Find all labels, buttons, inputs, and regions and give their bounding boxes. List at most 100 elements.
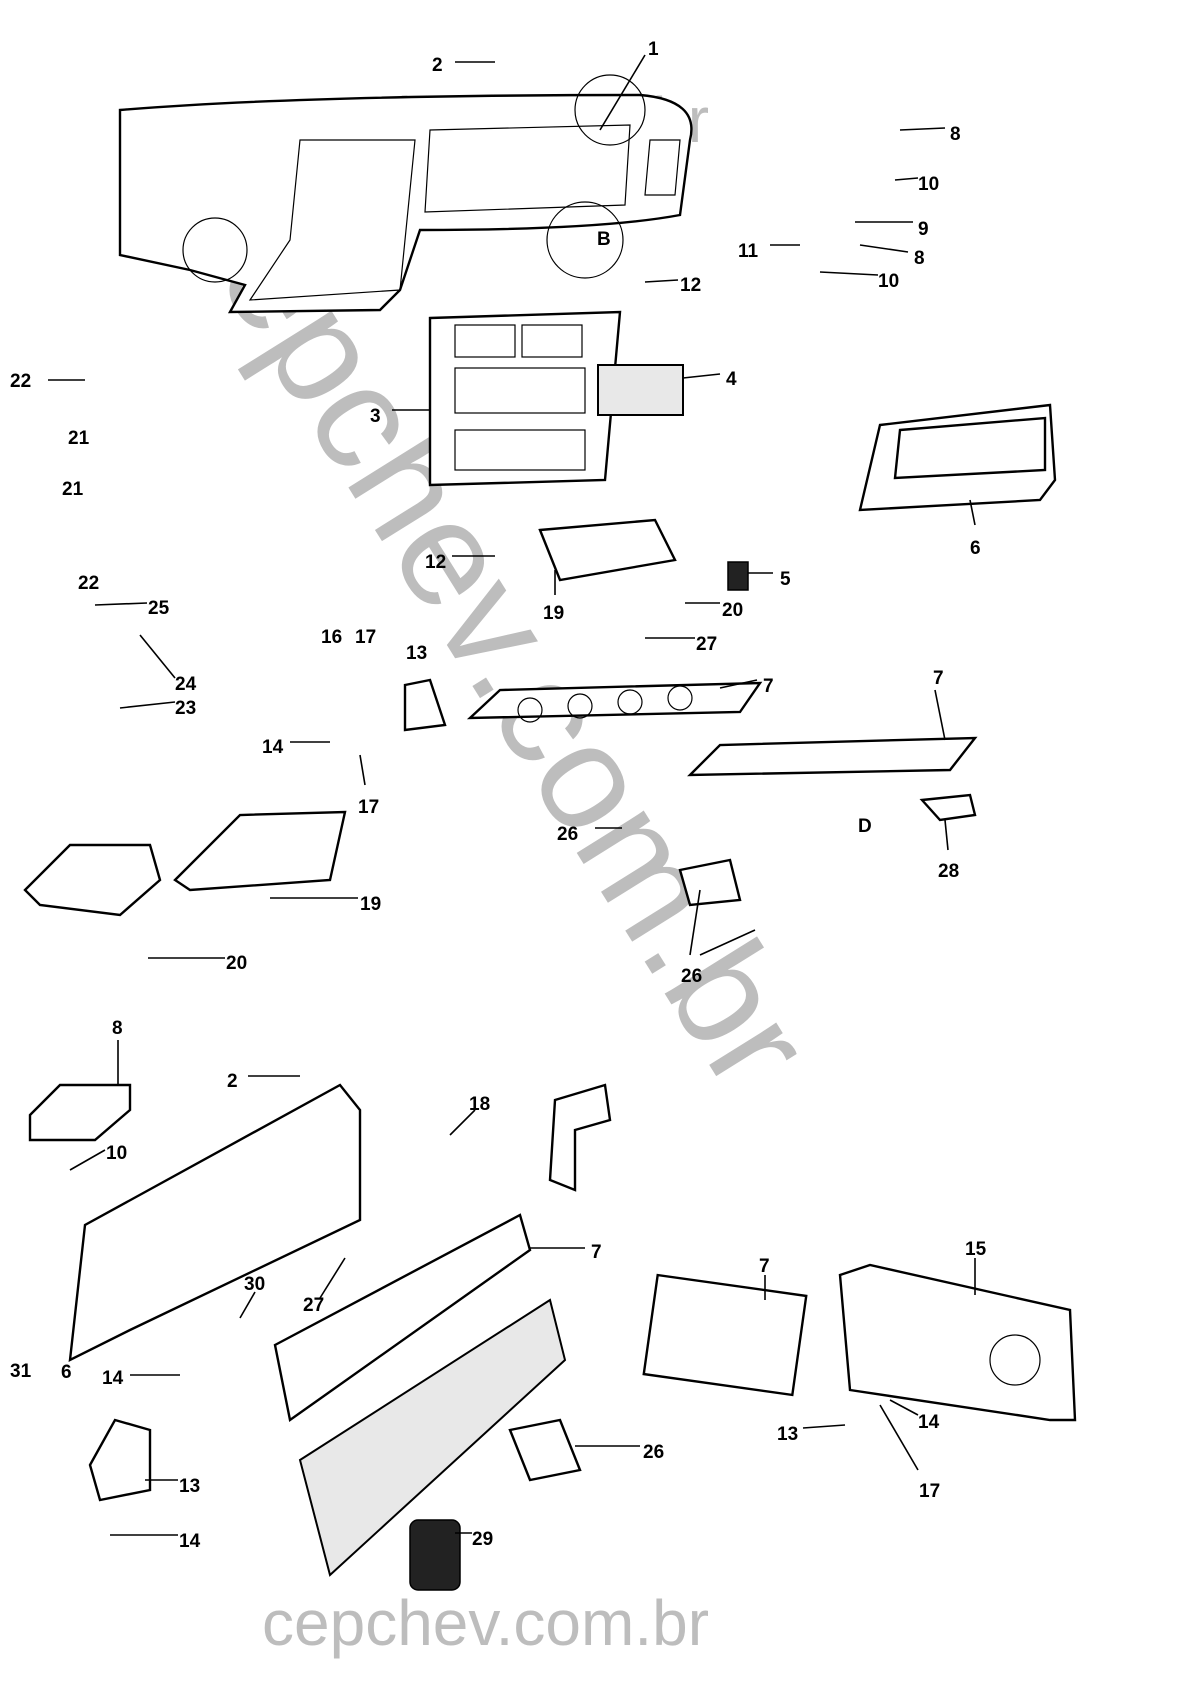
leader-line xyxy=(139,634,176,679)
part-29 xyxy=(409,1519,461,1591)
leader-line xyxy=(689,889,701,956)
part-number-label: 14 xyxy=(918,1412,940,1433)
part-number-label: 18 xyxy=(469,1094,490,1115)
part-4 xyxy=(597,364,684,416)
part-number-label: 21 xyxy=(62,479,84,500)
part-20-assembly xyxy=(23,843,162,917)
part-15-console xyxy=(838,1263,1077,1422)
part-28 xyxy=(919,793,977,822)
part-19 xyxy=(538,518,677,582)
part-number-label: 8 xyxy=(950,124,961,145)
leader-line xyxy=(359,754,366,786)
leader-line xyxy=(699,929,756,956)
leader-line xyxy=(119,701,176,709)
part-number-label: 16 xyxy=(321,627,342,648)
part-7-plate xyxy=(642,1273,808,1397)
part-number-label: 6 xyxy=(970,538,981,559)
leader-line xyxy=(894,177,919,181)
part-number-label: 26 xyxy=(643,1442,664,1463)
part-number-label: 2 xyxy=(227,1071,238,1092)
part-number-label: 14 xyxy=(102,1368,124,1389)
part-6 xyxy=(858,403,1057,512)
part-number-label: 17 xyxy=(358,797,379,818)
part-7-cover xyxy=(687,736,978,777)
part-number-label: 9 xyxy=(918,219,929,240)
part-number-label: 14 xyxy=(262,737,284,758)
part-number-label: 6 xyxy=(61,1362,72,1383)
part-number-label: 27 xyxy=(696,634,717,655)
part-number-label: 4 xyxy=(726,369,737,390)
panel-holes xyxy=(517,685,693,723)
part-number-label: 12 xyxy=(680,275,701,296)
part-number-label: 17 xyxy=(355,627,376,648)
letter-d: D xyxy=(858,816,872,837)
part-number-label: 13 xyxy=(406,643,427,664)
part-7-door xyxy=(273,1213,532,1423)
part-number-label: 7 xyxy=(591,1242,602,1263)
leader-line xyxy=(819,271,879,276)
part-26-lighter xyxy=(508,1418,582,1482)
leader-line xyxy=(644,279,679,283)
instrument-panel: B xyxy=(118,74,693,314)
part-number-label: 22 xyxy=(10,371,31,392)
part-number-label: 19 xyxy=(543,603,564,624)
letter-b: B xyxy=(597,229,611,250)
part-number-label: 17 xyxy=(919,1481,940,1502)
part-number-label: 11 xyxy=(738,241,759,262)
part-number-label: 10 xyxy=(878,271,899,292)
part-number-label: 31 xyxy=(10,1361,32,1382)
leader-lines xyxy=(48,54,976,1536)
part-26-lock xyxy=(678,858,742,907)
part-13-bracket xyxy=(403,678,447,732)
leader-line xyxy=(319,1257,346,1299)
part-number-label: 24 xyxy=(175,674,197,695)
part-6-glovebox xyxy=(68,1083,362,1363)
part-number-label: 8 xyxy=(112,1018,123,1039)
part-number-label: 5 xyxy=(780,569,791,590)
part-number-label: 8 xyxy=(914,248,925,269)
leader-line xyxy=(69,1149,106,1171)
leader-line xyxy=(719,679,758,689)
leader-line xyxy=(682,373,721,379)
leader-line xyxy=(94,602,148,606)
part-number-label: 29 xyxy=(472,1529,493,1550)
part-number-label: 26 xyxy=(557,824,578,845)
part-29-trim xyxy=(298,1298,567,1577)
part-number-label: 7 xyxy=(933,668,944,689)
part-number-label: 25 xyxy=(148,598,170,619)
part-number-label: 20 xyxy=(722,600,743,621)
leader-line xyxy=(599,54,646,131)
part-number-label: 13 xyxy=(179,1476,200,1497)
part-number-label: 2 xyxy=(432,55,443,76)
part-number-label: 14 xyxy=(179,1531,201,1552)
leader-line xyxy=(859,244,909,253)
part-number-label: 15 xyxy=(965,1239,987,1260)
part-number-label: 19 xyxy=(360,894,381,915)
leader-line xyxy=(879,1404,919,1471)
part-number-label: 7 xyxy=(763,676,774,697)
part-13-lower xyxy=(88,1418,152,1502)
leader-line xyxy=(899,127,946,131)
leader-line xyxy=(802,1424,846,1429)
part-number-label: 28 xyxy=(938,861,959,882)
leader-line xyxy=(239,1291,256,1319)
part-number-label: 10 xyxy=(106,1143,127,1164)
part-number-label: 21 xyxy=(68,428,90,449)
part-number-label: 10 xyxy=(918,174,939,195)
part-number-label: 30 xyxy=(244,1274,265,1295)
speaker-grille xyxy=(989,1334,1041,1386)
part-number-label: 26 xyxy=(681,966,702,987)
part-number-label: 3 xyxy=(370,406,381,427)
part-19b xyxy=(173,810,347,892)
part-number-label: 20 xyxy=(226,953,247,974)
leader-line xyxy=(969,499,976,526)
leader-line xyxy=(889,1399,919,1416)
watermark-bottom: cepchev.com.br xyxy=(262,1587,709,1659)
leader-line xyxy=(449,1109,476,1136)
part-number-label: 12 xyxy=(425,552,446,573)
part-number-label: 7 xyxy=(759,1256,770,1277)
part-number-label: 13 xyxy=(777,1424,798,1445)
part-number-label: 1 xyxy=(648,39,659,60)
